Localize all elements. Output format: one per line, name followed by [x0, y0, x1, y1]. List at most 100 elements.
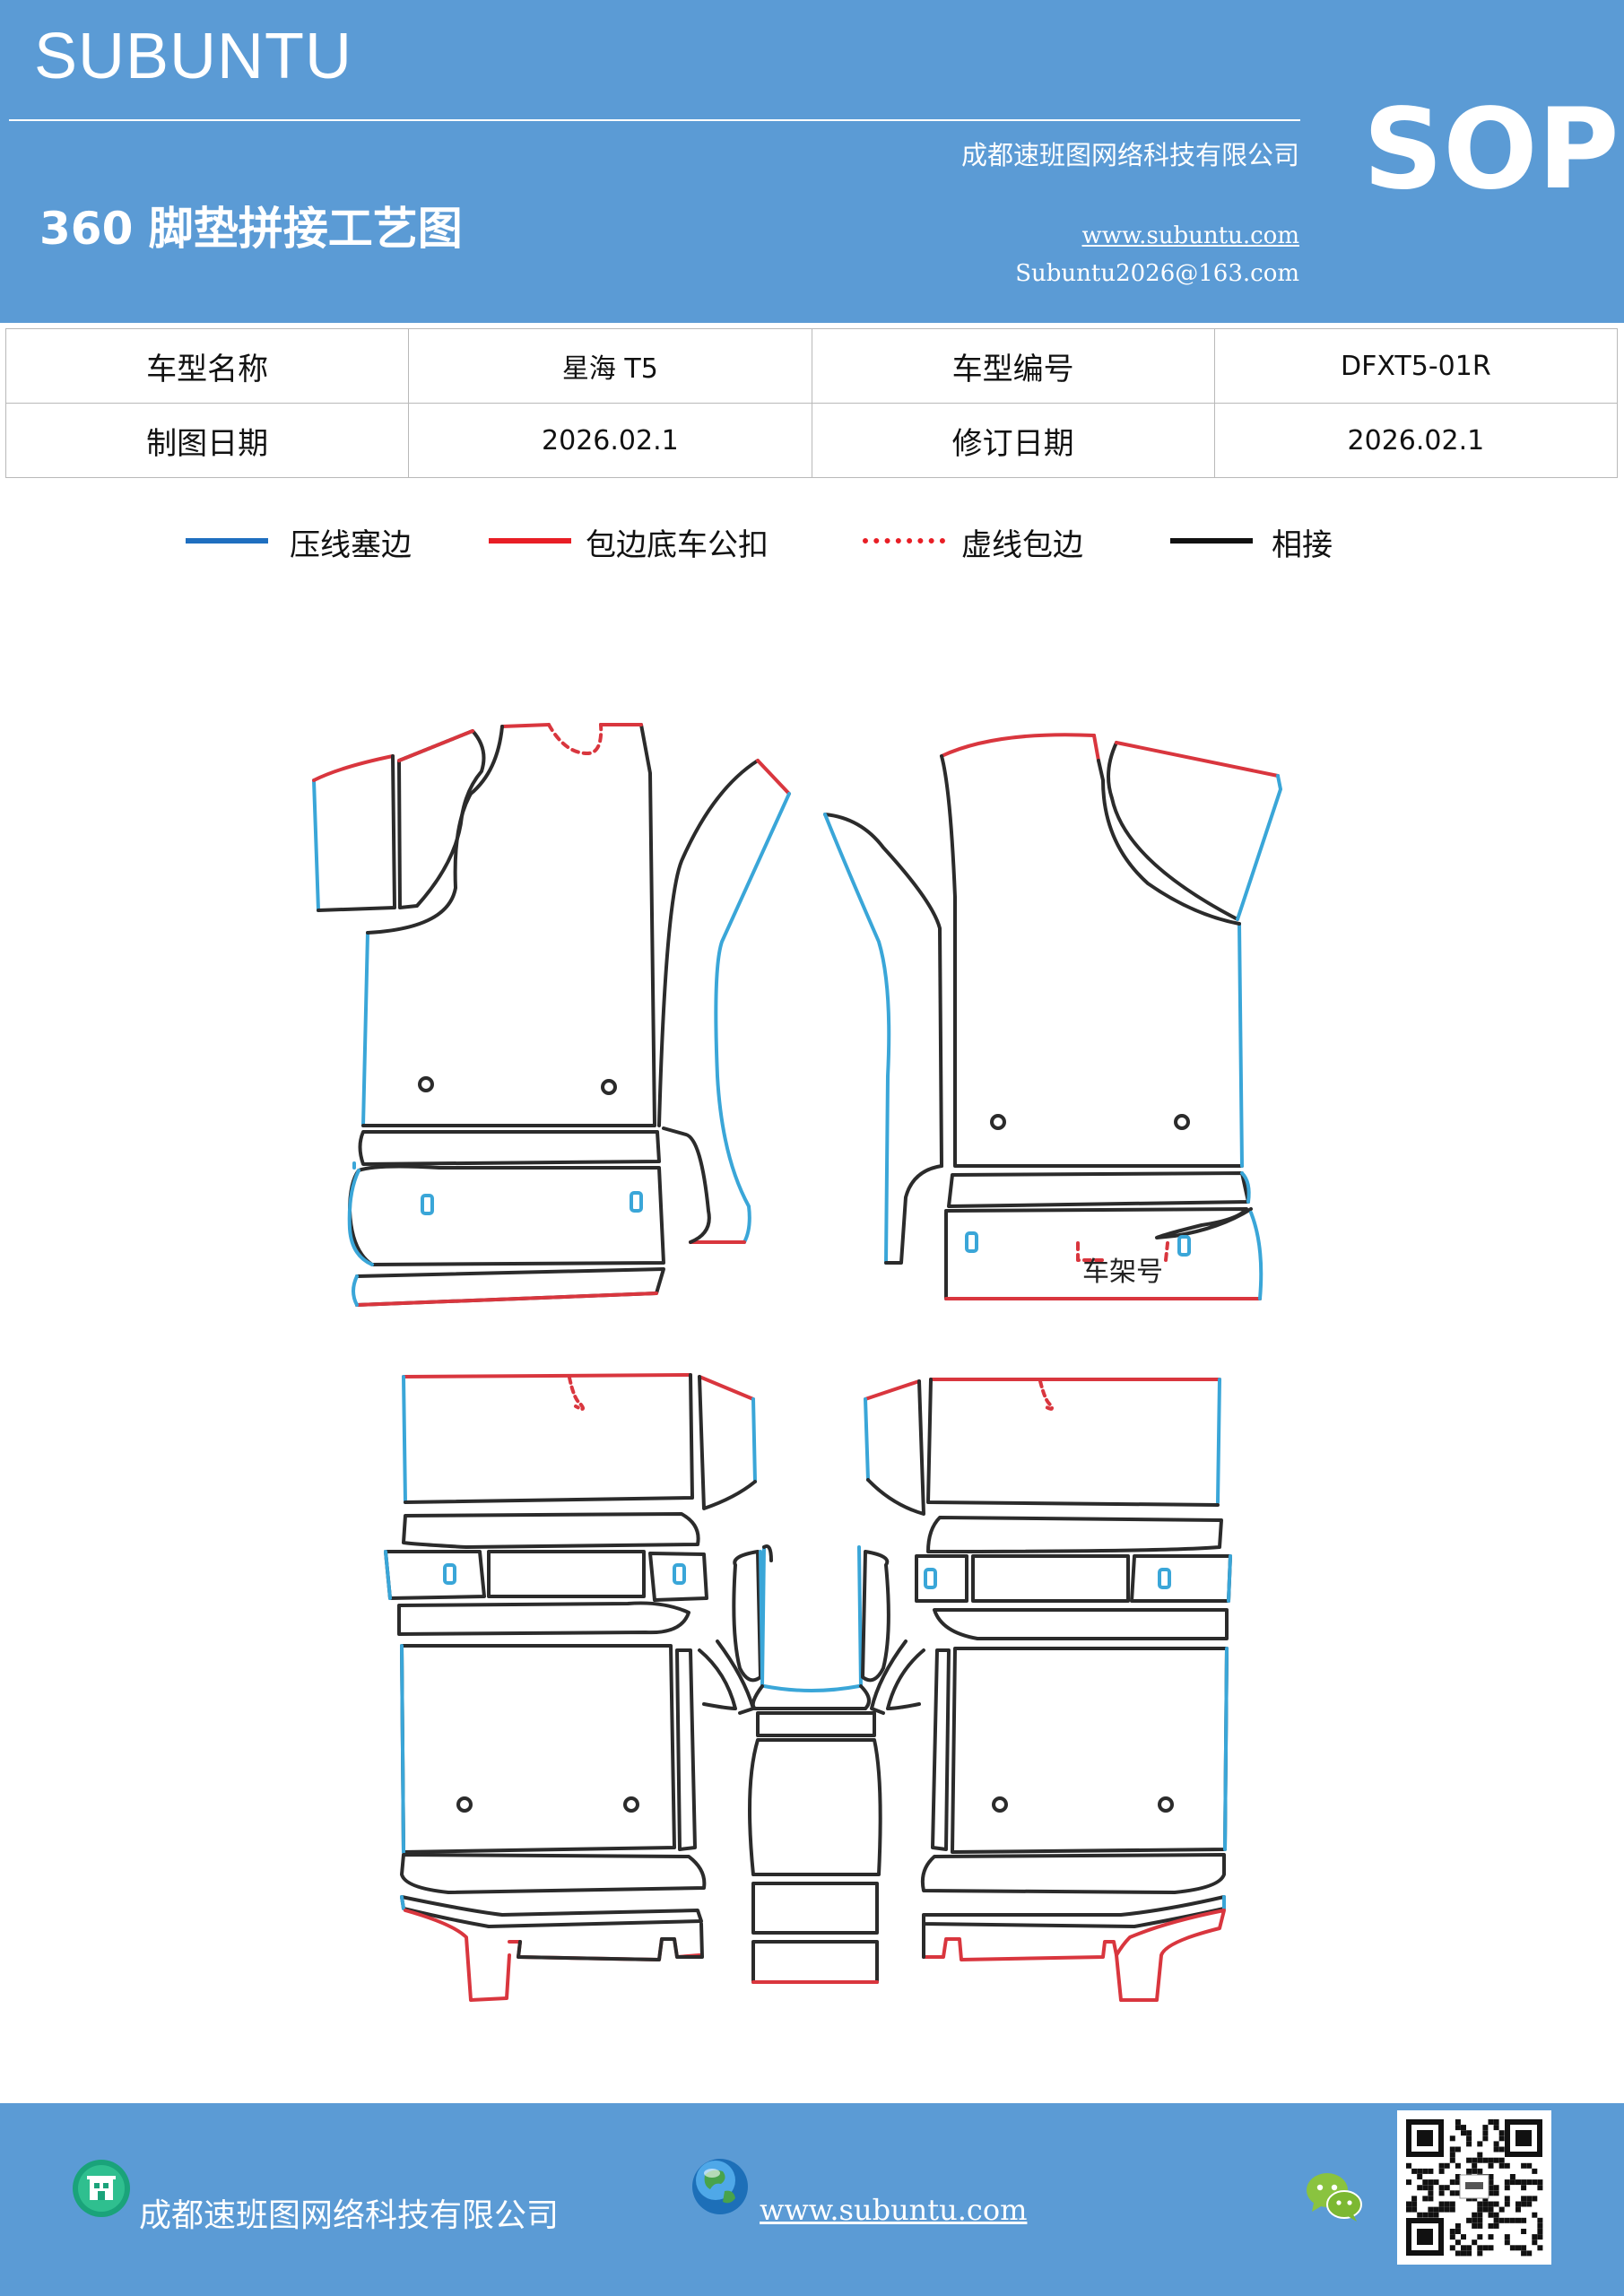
qr-module: [1455, 2125, 1461, 2131]
building-icon: [72, 2159, 131, 2222]
qr-module: [1493, 2190, 1499, 2196]
mat-front-left: [312, 723, 791, 1307]
qr-module: [1504, 2201, 1510, 2207]
qr-module: [1498, 2162, 1505, 2169]
qr-module: [1498, 2206, 1505, 2213]
qr-module: [1461, 2250, 1466, 2257]
qr-module: [1472, 2162, 1478, 2169]
qr-module: [1493, 2146, 1499, 2152]
qr-module: [1433, 2206, 1439, 2213]
qr-module: [1526, 2250, 1533, 2257]
qr-module: [1482, 2157, 1489, 2163]
qr-code[interactable]: [1397, 2110, 1551, 2265]
qr-module: [1472, 2239, 1478, 2246]
qr-module: [1509, 2245, 1515, 2251]
qr-module: [1537, 2185, 1543, 2191]
qr-module: [1466, 2217, 1472, 2223]
brand-name: SUBUNTU: [34, 21, 353, 92]
qr-module: [1521, 2229, 1527, 2234]
qr-module: [1526, 2179, 1533, 2186]
qr-module: [1509, 2179, 1515, 2186]
qr-module: [1466, 2141, 1472, 2147]
qr-module: [1466, 2250, 1472, 2257]
page-header: SUBUNTU 成都速班图网络科技有限公司 360 脚垫拼接工艺图 www.su…: [0, 0, 1624, 323]
qr-module: [1509, 2217, 1515, 2223]
qr-module: [1488, 2245, 1494, 2251]
qr-module: [1449, 2245, 1455, 2251]
qr-module: [1532, 2234, 1538, 2240]
qr-module: [1488, 2234, 1494, 2240]
qr-module: [1466, 2157, 1472, 2163]
qr-module: [1498, 2135, 1505, 2142]
qr-module: [1417, 2185, 1423, 2191]
qr-module: [1493, 2157, 1499, 2163]
qr-module: [1461, 2125, 1466, 2131]
header-url-link[interactable]: www.subuntu.com: [1081, 222, 1300, 249]
qr-module: [1521, 2201, 1527, 2207]
qr-module: [1526, 2196, 1533, 2202]
mat-rear-right: [861, 1378, 1232, 2002]
qr-module: [1411, 2206, 1418, 2213]
qr-module: [1411, 2168, 1418, 2174]
qr-module: [1477, 2234, 1483, 2240]
qr-module: [1449, 2206, 1455, 2213]
qr-module: [1428, 2185, 1434, 2191]
qr-module: [1493, 2119, 1499, 2125]
qr-module: [1493, 2222, 1499, 2229]
legend-swatch-red-dotted: [863, 538, 945, 544]
qr-module: [1438, 2201, 1445, 2207]
legend-label: 虚线包边: [961, 527, 1083, 563]
qr-module: [1455, 2229, 1461, 2234]
qr-module: [1449, 2229, 1455, 2234]
qr-module: [1493, 2141, 1499, 2147]
header-email[interactable]: Subuntu2026@163.com: [1015, 260, 1299, 287]
qr-module: [1449, 2152, 1455, 2158]
qr-module: [1444, 2162, 1450, 2169]
qr-module: [1411, 2196, 1418, 2202]
qr-module: [1521, 2217, 1527, 2223]
qr-module: [1537, 2234, 1543, 2240]
qr-module: [1438, 2190, 1445, 2196]
qr-module: [1521, 2162, 1527, 2169]
qr-code-graphic: [1397, 2110, 1551, 2265]
qr-module: [1537, 2217, 1543, 2223]
qr-module: [1417, 2174, 1423, 2179]
qr-module: [1488, 2222, 1494, 2229]
qr-module: [1449, 2179, 1455, 2186]
qr-module: [1504, 2196, 1510, 2202]
qr-module: [1472, 2217, 1478, 2223]
mat-rear-left: [384, 1373, 764, 2002]
qr-module: [1477, 2245, 1483, 2251]
qr-module: [1406, 2206, 1411, 2213]
qr-module: [1406, 2162, 1411, 2169]
legend-swatch-black: [1170, 538, 1253, 544]
footer-url-link[interactable]: www.subuntu.com: [760, 2193, 1028, 2227]
qr-module: [1472, 2222, 1478, 2229]
qr-module: [1433, 2212, 1439, 2218]
draw-date-label: 制图日期: [4, 403, 410, 478]
qr-module: [1477, 2206, 1483, 2213]
qr-module: [1455, 2146, 1461, 2152]
qr-module: [1521, 2250, 1527, 2257]
qr-module: [1532, 2179, 1538, 2186]
qr-module: [1449, 2157, 1455, 2163]
qr-module: [1493, 2185, 1499, 2191]
qr-module: [1488, 2179, 1494, 2186]
qr-module: [1455, 2179, 1461, 2186]
qr-module: [1455, 2119, 1461, 2125]
legend-label: 压线塞边: [290, 527, 412, 563]
qr-module: [1488, 2162, 1494, 2169]
qr-module: [1521, 2185, 1527, 2191]
wechat-icon[interactable]: [1305, 2170, 1364, 2226]
qr-module: [1477, 2168, 1483, 2174]
qr-module: [1488, 2206, 1494, 2213]
qr-module: [1493, 2212, 1499, 2218]
qr-module: [1482, 2206, 1489, 2213]
qr-module: [1482, 2130, 1489, 2136]
qr-module: [1521, 2196, 1527, 2202]
qr-module: [1438, 2206, 1445, 2213]
qr-module: [1477, 2212, 1483, 2218]
qr-module: [1455, 2250, 1461, 2257]
table-row: 制图日期 2026.02.1 修订日期 2026.02.1: [4, 403, 1619, 478]
